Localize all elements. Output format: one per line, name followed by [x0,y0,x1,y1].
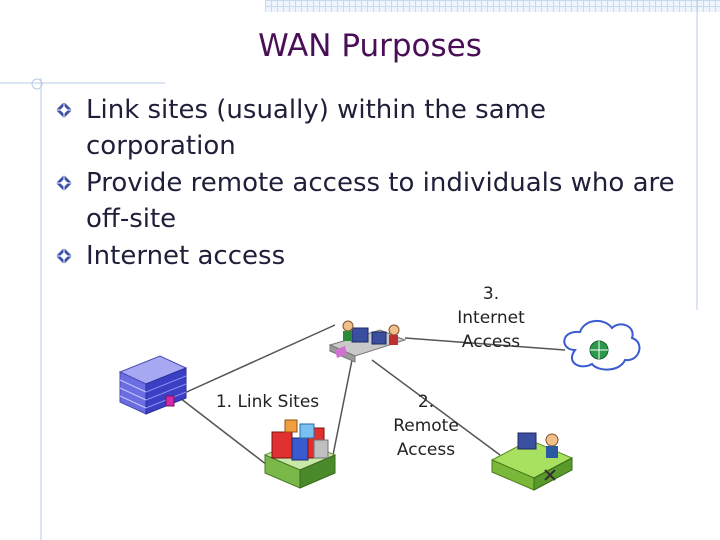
bullet-line: corporation [86,131,236,161]
bullet-item: Provide remote access to individuals who… [55,165,695,237]
bullet-line: Provide remote access to individuals who… [86,168,675,198]
branch-site-icon [263,419,337,489]
office-workgroup-icon [328,320,407,363]
building-icon [118,355,188,415]
label-line: 3. [482,284,500,304]
diamond-bullet-icon [56,175,72,191]
diamond-bullet-icon [56,248,72,264]
bullet-item: Link sites (usually) within the same cor… [55,92,695,164]
label-line: Remote [393,416,459,436]
label-line: Access [461,332,521,352]
bullet-item: Internet access [55,238,695,274]
remote-user-icon [490,432,574,491]
remote-access-label: 2. Remote Access [380,390,472,462]
link-line [179,397,281,476]
internet-cloud-icon [563,320,641,371]
slide-title: WAN Purposes [258,28,482,64]
internet-access-label: 3. Internet Access [446,282,536,354]
label-line: 2. [417,392,435,412]
link-line [371,359,501,456]
decorative-grid [265,0,720,12]
label-line: Access [396,440,456,460]
bullet-list: Link sites (usually) within the same cor… [55,92,695,275]
bullet-line: off-site [86,204,177,234]
bullet-line: Internet access [86,241,286,271]
link-line [179,324,336,396]
label-line: Internet [457,308,525,328]
link-sites-label: 1. Link Sites [215,392,320,412]
bullet-line: Link sites (usually) within the same [86,95,546,125]
link-line [404,337,566,351]
diamond-bullet-icon [56,102,72,118]
link-line [329,359,353,471]
